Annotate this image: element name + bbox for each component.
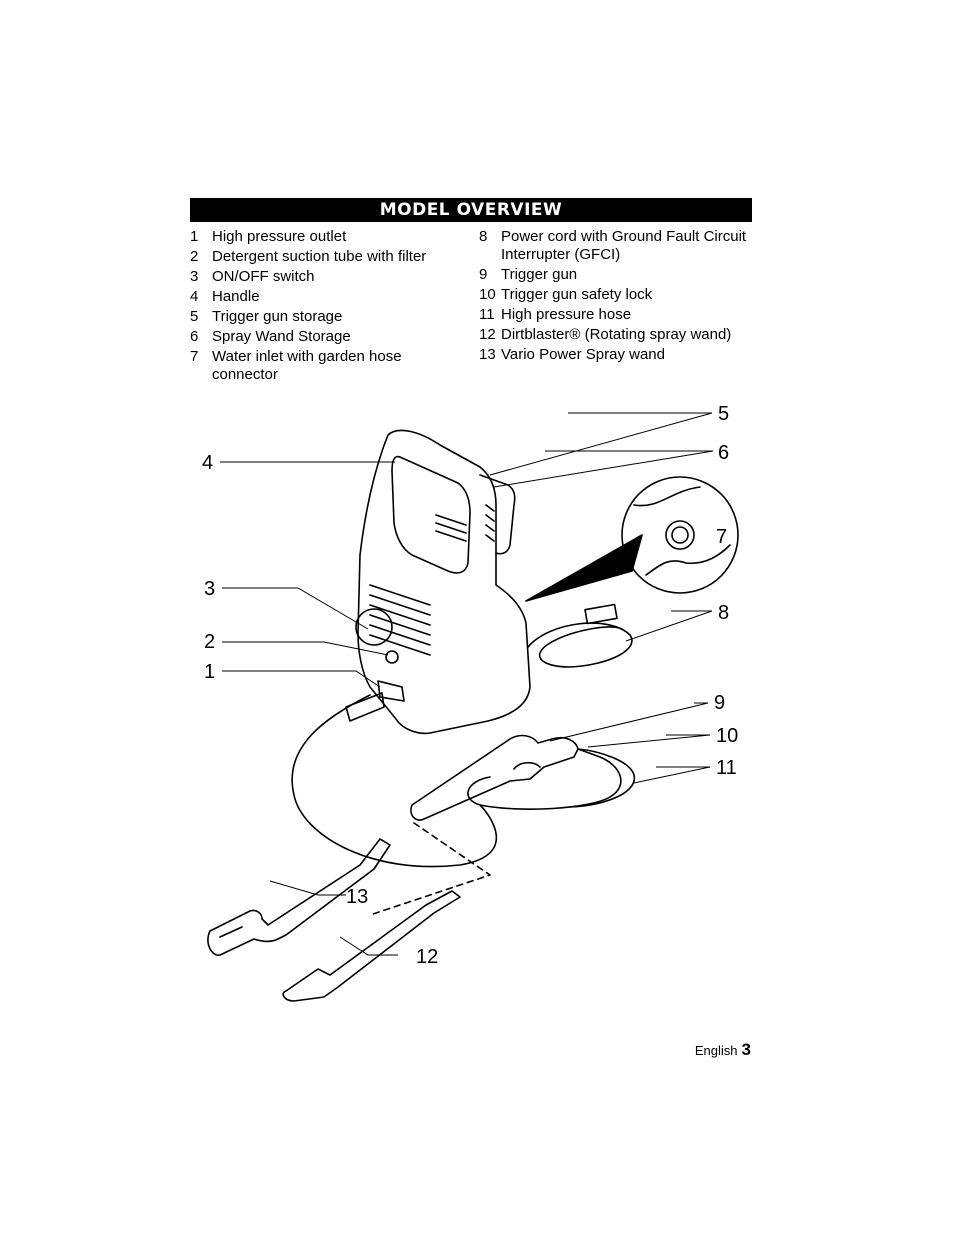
handle-opening — [391, 455, 471, 574]
item-label: Dirtblaster® (Rotating spray wand) — [501, 326, 732, 343]
trigger-gun — [410, 734, 579, 821]
parts-list-left: 1 High pressure outlet 2 Detergent suction… — [190, 228, 450, 386]
item-number: 8 — [479, 228, 488, 245]
item-number: 9 — [479, 266, 488, 283]
list-item: 3 ON/OFF switch — [190, 268, 450, 286]
item-number: 4 — [190, 288, 199, 305]
item-label: Handle — [212, 288, 260, 305]
item-number: 13 — [479, 346, 496, 363]
outlet — [377, 680, 405, 702]
list-item: 1 High pressure outlet — [190, 228, 450, 246]
callout-2: 2 — [204, 631, 215, 653]
item-label: Trigger gun — [501, 266, 578, 283]
callout-6: 6 — [718, 442, 729, 464]
vents — [369, 504, 495, 656]
item-label: Vario Power Spray wand — [501, 346, 665, 363]
storage-bracket — [479, 474, 516, 555]
callout-labels: 4 5 6 7 3 8 2 1 9 10 11 13 12 — [202, 403, 738, 968]
footer-language: English — [694, 1043, 738, 1058]
high-pressure-hose — [291, 694, 498, 868]
list-item: 4 Handle — [190, 288, 450, 306]
item-label: Power cord with Ground Fault Circuit Int… — [501, 228, 747, 263]
item-label: High pressure outlet — [212, 228, 347, 245]
callout-10: 10 — [716, 725, 738, 747]
list-item: 5 Trigger gun storage — [190, 308, 450, 326]
callout-3: 3 — [204, 578, 215, 600]
item-number: 2 — [190, 248, 199, 265]
item-number: 5 — [190, 308, 199, 325]
callout-11: 11 — [716, 757, 737, 779]
item-number: 6 — [190, 328, 199, 345]
vario-wand — [207, 838, 391, 956]
list-item: 8 Power cord with Ground Fault Circuit In… — [479, 228, 754, 264]
callout-9: 9 — [714, 692, 725, 714]
list-item: 6 Spray Wand Storage — [190, 328, 450, 346]
parts-list-right: 8 Power cord with Ground Fault Circuit In… — [479, 228, 754, 366]
power-cord — [527, 622, 633, 668]
callout-1: 1 — [204, 661, 215, 683]
list-item: 2 Detergent suction tube with filter — [190, 248, 450, 266]
washer-body — [357, 429, 531, 735]
item-label: Detergent suction tube with filter — [212, 248, 427, 265]
list-item: 12 Dirtblaster® (Rotating spray wand) — [479, 326, 754, 344]
item-number: 12 — [479, 326, 496, 343]
item-number: 3 — [190, 268, 199, 285]
item-label: Water inlet with garden hose connector — [212, 348, 402, 383]
item-label: Trigger gun safety lock — [501, 286, 653, 303]
item-label: ON/OFF switch — [212, 268, 315, 285]
item-number: 1 — [190, 228, 199, 245]
list-item: 13 Vario Power Spray wand — [479, 346, 754, 364]
list-item: 9 Trigger gun — [479, 266, 754, 284]
callout-4: 4 — [202, 452, 213, 474]
list-item: 7 Water inlet with garden hose connector — [190, 348, 450, 384]
item-label: Trigger gun storage — [212, 308, 343, 325]
inlet-detail-circle — [621, 476, 739, 594]
item-label: High pressure hose — [501, 306, 632, 323]
pressure-washer-diagram: 4 5 6 7 3 8 2 1 9 10 11 13 12 — [202, 403, 739, 1002]
item-number: 10 — [479, 286, 496, 303]
list-item: 10 Trigger gun safety lock — [479, 286, 754, 304]
callout-13: 13 — [346, 886, 368, 908]
item-label: Spray Wand Storage — [212, 328, 351, 345]
item-number: 11 — [479, 306, 495, 323]
item-number: 7 — [190, 348, 199, 365]
dirtblaster-wand — [282, 890, 461, 1002]
section-title: MODEL OVERVIEW — [190, 198, 752, 222]
page-number: 3 — [741, 1040, 751, 1059]
list-item: 11 High pressure hose — [479, 306, 754, 324]
callout-5: 5 — [718, 403, 729, 425]
on-off-switch — [355, 608, 393, 646]
callout-7: 7 — [716, 526, 727, 548]
callout-12: 12 — [416, 946, 438, 968]
callout-8: 8 — [718, 602, 729, 624]
